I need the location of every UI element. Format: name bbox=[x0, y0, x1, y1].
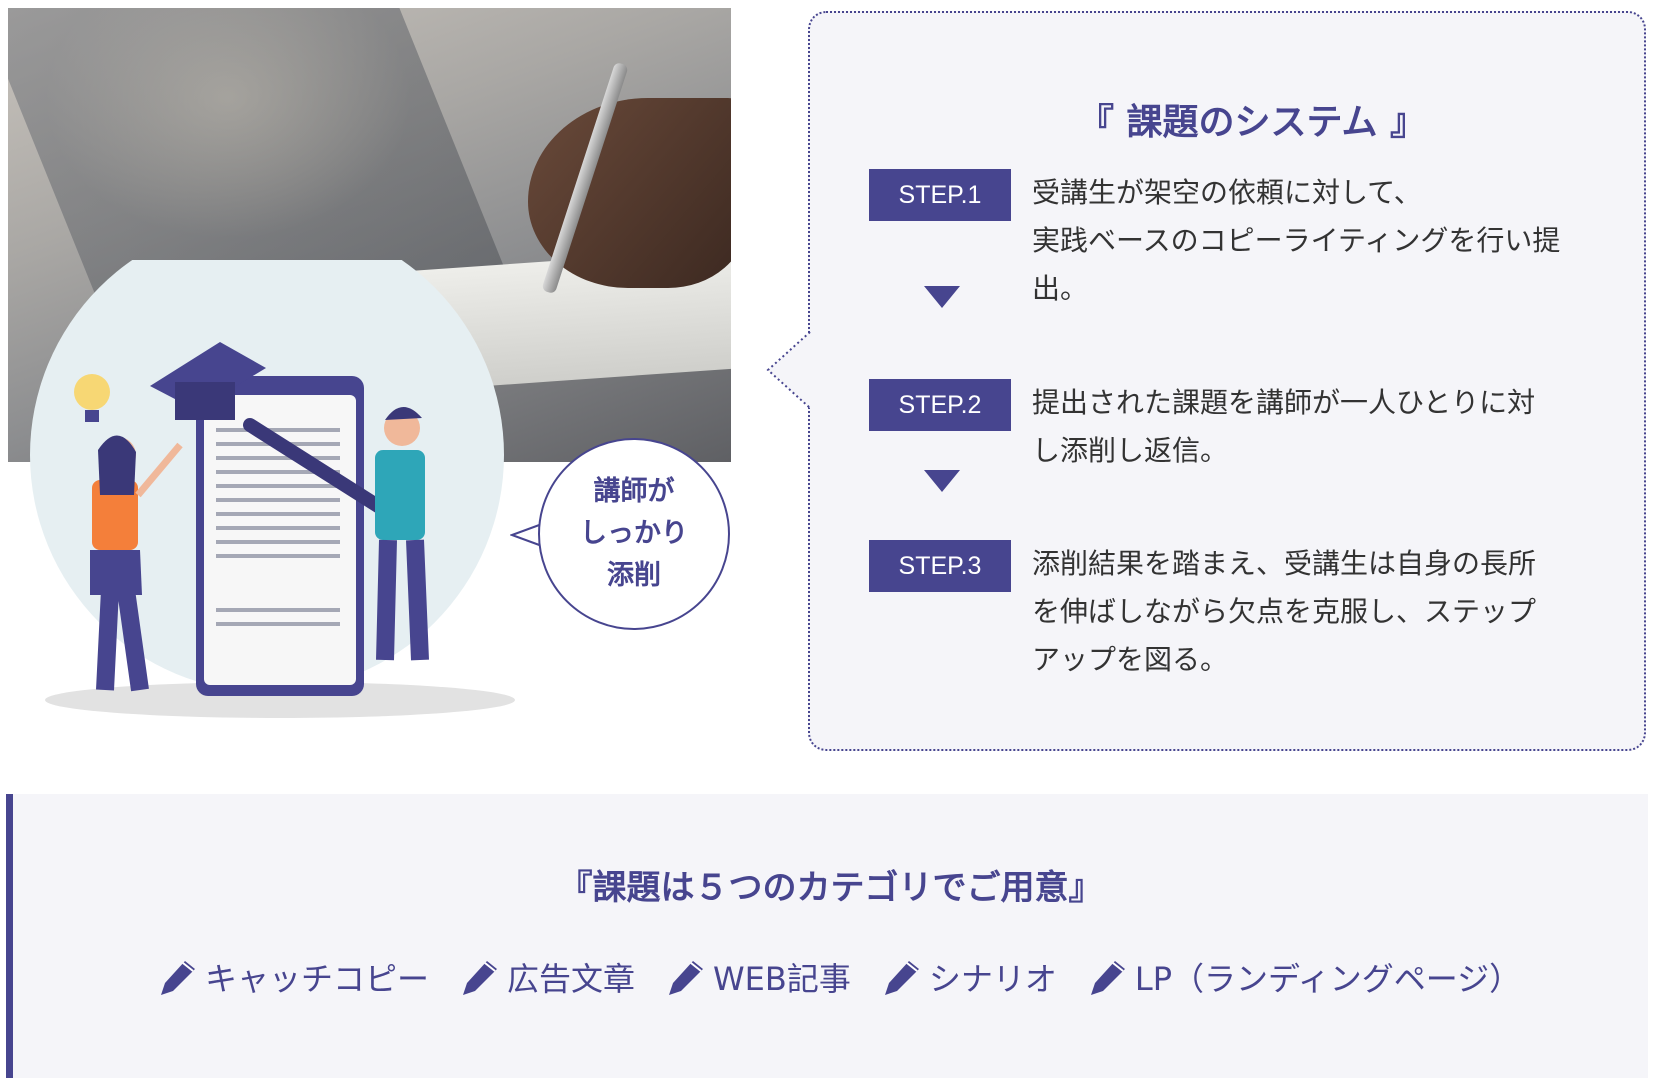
down-arrow-icon bbox=[924, 286, 960, 308]
categories-section: 『課題は５つのカテゴリでご用意』 キャッチコピー 広告文章 WEB記事 シナリオ… bbox=[6, 794, 1648, 1078]
pencil-icon bbox=[161, 961, 195, 995]
teaching-illustration bbox=[30, 260, 515, 718]
category-label: LP（ランディングページ） bbox=[1134, 960, 1522, 998]
pencil-icon bbox=[669, 961, 704, 995]
bubble-line: 添削 bbox=[607, 560, 661, 591]
assignment-system-panel: 『 課題のシステム 』 STEP.1 受講生が架空の依頼に対して、 実践ベースの… bbox=[808, 11, 1646, 751]
step-3-text: 添削結果を踏まえ、受講生は自身の長所 を伸ばしながら欠点を克服し、ステップ アッ… bbox=[1032, 540, 1592, 684]
step-text-line: 提出された課題を講師が一人ひとりに対 bbox=[1032, 386, 1536, 419]
panel-title: 『 課題のシステム 』 bbox=[1078, 102, 1426, 143]
category-label: シナリオ bbox=[928, 960, 1057, 998]
pencil-icon bbox=[1090, 961, 1125, 995]
step-text-line: アップを図る。 bbox=[1032, 643, 1229, 676]
pencil-icon bbox=[463, 961, 498, 995]
category-label: WEB記事 bbox=[713, 960, 851, 998]
pencil-icon bbox=[884, 961, 919, 995]
step-1-badge: STEP.1 bbox=[869, 169, 1011, 221]
step-text-line: 受講生が架空の依頼に対して、 bbox=[1032, 176, 1422, 209]
bubble-line: 講師が bbox=[593, 476, 675, 507]
category-item: キャッチコピー bbox=[157, 954, 429, 1000]
categories-title: 『課題は５つのカテゴリでご用意』 bbox=[558, 868, 1103, 908]
step-1-text: 受講生が架空の依頼に対して、 実践ベースのコピーライティングを行い提 出。 bbox=[1032, 169, 1592, 313]
step-text-line: 実践ベースのコピーライティングを行い提 bbox=[1032, 224, 1561, 257]
step-text-line: し添削し返信。 bbox=[1032, 434, 1229, 467]
step-2-text: 提出された課題を講師が一人ひとりに対 し添削し返信。 bbox=[1032, 379, 1592, 475]
category-item: WEB記事 bbox=[665, 954, 851, 1000]
step-text-line: 出。 bbox=[1032, 272, 1089, 305]
step-3-badge: STEP.3 bbox=[869, 540, 1011, 592]
panel-tail bbox=[766, 331, 811, 409]
category-label: 広告文章 bbox=[507, 960, 636, 998]
step-text-line: を伸ばしながら欠点を克服し、ステップ bbox=[1032, 595, 1537, 628]
category-item: 広告文章 bbox=[459, 954, 635, 1000]
category-item: シナリオ bbox=[881, 954, 1057, 1000]
category-label: キャッチコピー bbox=[205, 960, 430, 998]
step-2-badge: STEP.2 bbox=[869, 379, 1011, 431]
category-item: LP（ランディングページ） bbox=[1087, 954, 1521, 1000]
bubble-line: しっかり bbox=[580, 518, 688, 549]
bubble-tail bbox=[510, 522, 542, 548]
down-arrow-icon bbox=[924, 470, 960, 492]
instructor-speech-bubble: 講師が しっかり 添削 bbox=[538, 438, 730, 630]
category-list: キャッチコピー 広告文章 WEB記事 シナリオ LP（ランディングページ） bbox=[157, 954, 1521, 1000]
step-text-line: 添削結果を踏まえ、受講生は自身の長所 bbox=[1032, 547, 1537, 580]
